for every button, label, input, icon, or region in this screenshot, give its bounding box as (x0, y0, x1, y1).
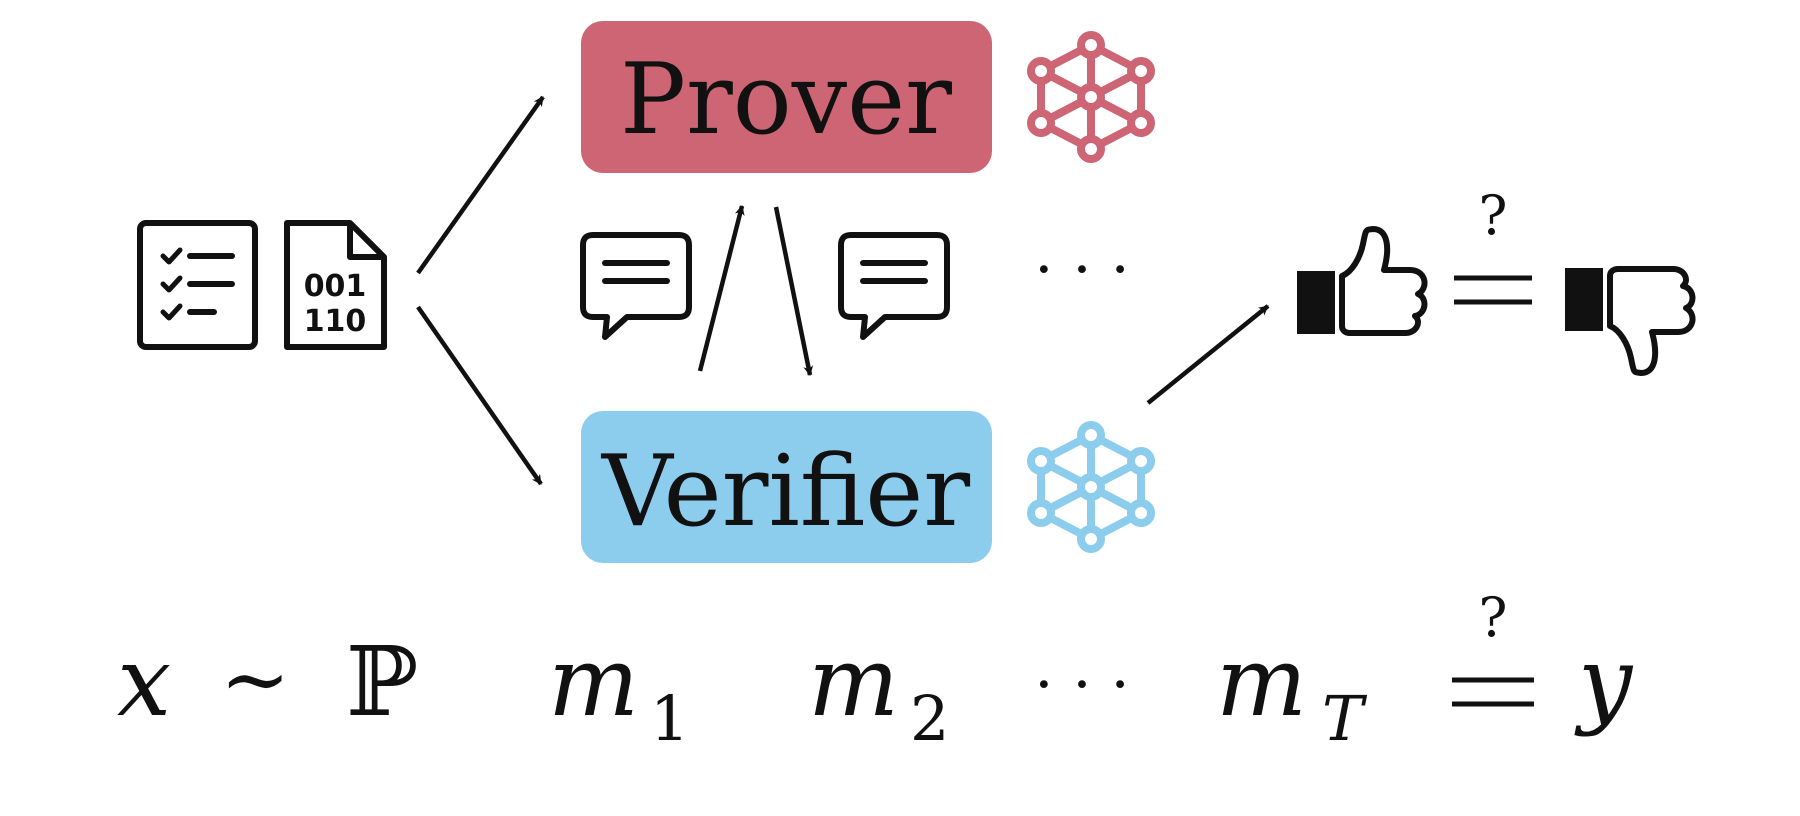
verifier-neural-network-icon (1031, 425, 1151, 549)
notation-dist: ℙ (346, 626, 418, 738)
arrow-verifier-to-prover (697, 205, 745, 372)
notation-sub1: 1 (650, 682, 689, 755)
prover-box: Prover (581, 21, 992, 173)
arrow-input-to-verifier (416, 305, 543, 486)
verifier-box: Verifier (581, 411, 992, 563)
arrow-input-to-prover (416, 95, 545, 275)
checklist-icon (137, 220, 258, 350)
message-1-bubble-icon (583, 235, 689, 337)
notation-y: y (1574, 626, 1634, 738)
notation-row: x ∼ ℙ m 1 m 2 · · · m T ? y (117, 586, 1634, 755)
prover-neural-network-icon (1031, 35, 1151, 159)
notation-sub2: 2 (910, 682, 949, 755)
prover-label: Prover (620, 43, 952, 157)
notation-sim: ∼ (220, 630, 290, 728)
notation-m1: m (548, 626, 639, 738)
binary-file-icon: 001 110 (284, 220, 387, 350)
message-2-bubble-icon (841, 235, 947, 337)
notation-mT: m (1216, 626, 1307, 738)
notation-m2: m (808, 626, 899, 738)
data-bits-line2: 110 (304, 304, 367, 339)
notation-question-mark: ? (1479, 586, 1508, 649)
thumbs-up-icon (1297, 226, 1428, 336)
verdict-question-mark: ? (1479, 184, 1508, 247)
arrow-verifier-to-verdict (1146, 304, 1270, 405)
arrow-prover-to-verifier (773, 206, 814, 376)
verifier-label: Verifier (601, 435, 970, 549)
verdict-equality: ? (1454, 184, 1532, 305)
interaction-ellipsis: · · · (1034, 235, 1129, 305)
notation-subT: T (1322, 682, 1368, 755)
notation-x: x (117, 626, 171, 738)
thumbs-down-icon (1565, 266, 1696, 376)
data-bits-line1: 001 (304, 269, 367, 304)
notation-ellipsis: · · · (1034, 650, 1129, 720)
